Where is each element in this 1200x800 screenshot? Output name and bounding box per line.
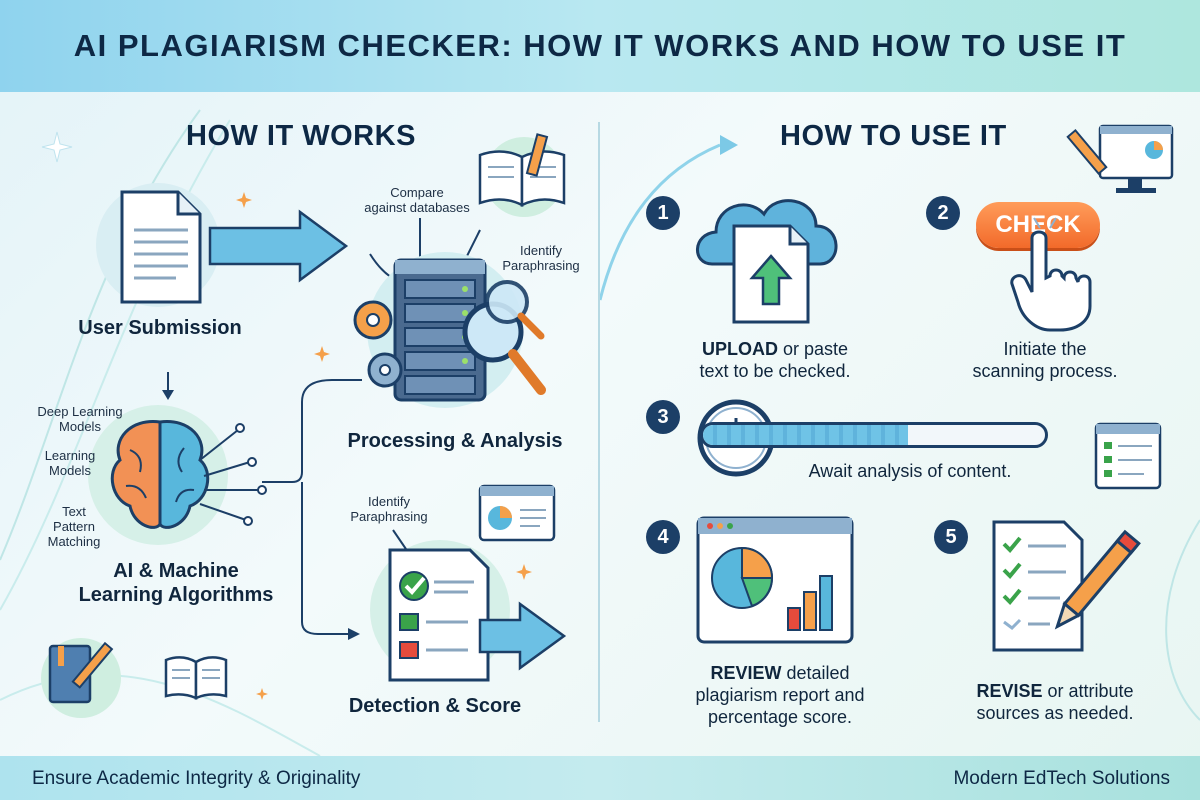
ai-title-line2: Learning Algorithms (78, 584, 274, 606)
step-5-rest: or attribute (1042, 681, 1134, 701)
step-4-line3: percentage score. (707, 707, 853, 727)
cloud-upload-icon (696, 199, 838, 324)
step-3-text: Await analysis of content. (808, 461, 1012, 481)
identify-paraphrasing-top-label: Identify Paraphrasing (486, 243, 596, 273)
how-to-use-heading: HOW TO USE IT (780, 120, 1007, 152)
identify-top-line2: Paraphrasing (502, 258, 580, 273)
section-divider (598, 122, 600, 722)
step-4-bold: REVIEW (710, 663, 782, 683)
server-icon (353, 252, 546, 408)
learning-models-label: Learning Models (20, 448, 120, 478)
step-1-rest: or paste (777, 339, 849, 359)
deep-learning-line2: Models (59, 419, 101, 434)
step-2-line2: scanning process. (972, 361, 1118, 381)
step-5-text: REVISE or attribute sources as needed. (940, 680, 1170, 724)
step-5-line2: sources as needed. (976, 703, 1134, 723)
connector-line (392, 529, 409, 553)
open-book-icon (164, 656, 228, 700)
ai-title-line1: AI & Machine (113, 560, 239, 582)
arrow-down-icon (162, 372, 174, 400)
progress-fill (703, 425, 909, 445)
how-it-works-heading: HOW IT WORKS (186, 120, 416, 152)
identify-bottom-line2: Paraphrasing (350, 509, 428, 524)
step-4-line2: plagiarism report and (695, 685, 865, 705)
processing-analysis-label: Processing & Analysis (347, 430, 563, 452)
text-pattern-label: Text Pattern Matching (24, 504, 124, 549)
compare-label-line2: against databases (364, 200, 470, 215)
flow-connector (262, 379, 362, 640)
step-number-2: 2 (926, 196, 960, 230)
learning-models-line1: Learning (44, 448, 96, 463)
user-submission-label: User Submission (78, 317, 242, 339)
footer-left-text: Ensure Academic Integrity & Originality (32, 768, 361, 789)
step-4-rest: detailed (781, 663, 850, 683)
deep-learning-label: Deep Learning Models (30, 404, 130, 434)
sparkle-icon (256, 688, 268, 700)
step-2-line1: Initiate the (1003, 339, 1087, 359)
step-number-4: 4 (646, 520, 680, 554)
compare-label-line1: Compare (390, 185, 444, 200)
compare-label: Compare against databases (352, 185, 482, 215)
ai-algorithms-label: AI & Machine Learning Algorithms (56, 559, 296, 607)
checklist-document-icon (370, 540, 567, 682)
sparkle-icon (516, 564, 532, 580)
identify-bottom-line1: Identify (368, 494, 410, 509)
notebook-pencil-icon (41, 638, 121, 718)
sparkle-icon (236, 192, 252, 208)
monitor-pencil-icon (1066, 124, 1174, 193)
checklist-pencil-icon (992, 520, 1141, 652)
sparkle-icon (41, 131, 73, 163)
document-icon (96, 183, 220, 307)
identify-top-line1: Identify (520, 243, 562, 258)
mini-report-window-icon (478, 484, 556, 542)
report-window-icon (696, 516, 854, 644)
deep-learning-line1: Deep Learning (37, 404, 123, 419)
step-4-text: REVIEW detailed plagiarism report and pe… (660, 662, 900, 728)
step-1-line2: text to be checked. (699, 361, 851, 381)
step-1-bold: UPLOAD (701, 339, 778, 359)
step-number-5: 5 (934, 520, 968, 554)
step-1-text: UPLOAD or paste text to be checked. (660, 338, 890, 382)
identify-paraphrasing-bottom-label: Identify Paraphrasing (334, 494, 444, 524)
footer-bar: Ensure Academic Integrity & Originality … (0, 756, 1200, 800)
text-pattern-line2: Pattern (53, 519, 95, 534)
text-pattern-line3: Matching (47, 534, 101, 549)
book-icon (478, 133, 566, 217)
arrow-right-icon (208, 209, 349, 283)
brain-icon (88, 405, 267, 545)
step-2-text: Initiate the scanning process. (930, 338, 1160, 382)
footer-right-text: Modern EdTech Solutions (953, 768, 1170, 789)
step-5-bold: REVISE (976, 681, 1043, 701)
step-number-3: 3 (646, 400, 680, 434)
sparkle-icon (314, 346, 330, 362)
scan-progress-bar (700, 422, 1048, 448)
detection-score-label: Detection & Score (348, 695, 522, 717)
title-banner: AI PLAGIARISM CHECKER: HOW IT WORKS AND … (0, 0, 1200, 92)
page-title: AI PLAGIARISM CHECKER: HOW IT WORKS AND … (73, 28, 1127, 63)
text-pattern-line1: Text (62, 504, 86, 519)
learning-models-line2: Models (49, 463, 91, 478)
checklist-window-icon (1094, 422, 1162, 490)
hand-pointer-icon (1010, 217, 1092, 332)
step-number-1: 1 (646, 196, 680, 230)
